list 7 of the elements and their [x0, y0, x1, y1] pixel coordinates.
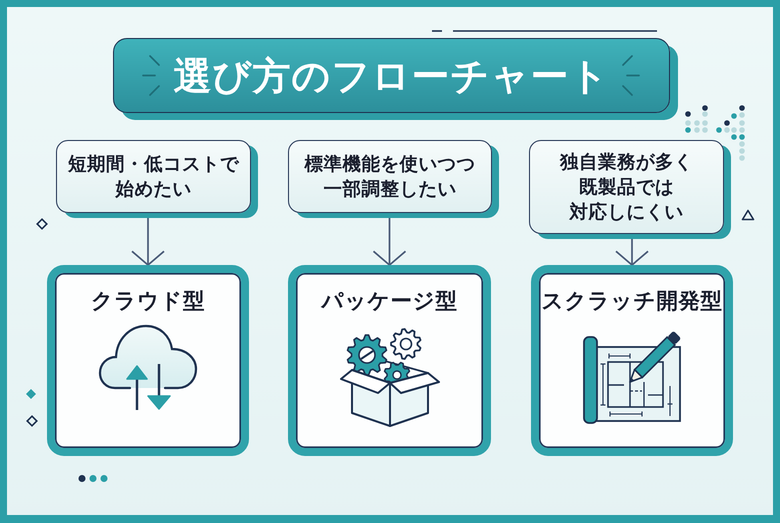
question-text: 短期間・低コストで始めたい — [68, 152, 239, 202]
title-text: 選び方のフローチャート — [174, 56, 610, 98]
question-text: 独自業務が多く既製品では対応しにくい — [560, 150, 693, 224]
question-text: 標準機能を使いつつ一部調整したい — [304, 152, 476, 202]
card-title: クラウド型 — [90, 288, 206, 316]
card-title: スクラッチ開発型 — [540, 288, 724, 316]
card-title: パッケージ型 — [320, 288, 458, 316]
